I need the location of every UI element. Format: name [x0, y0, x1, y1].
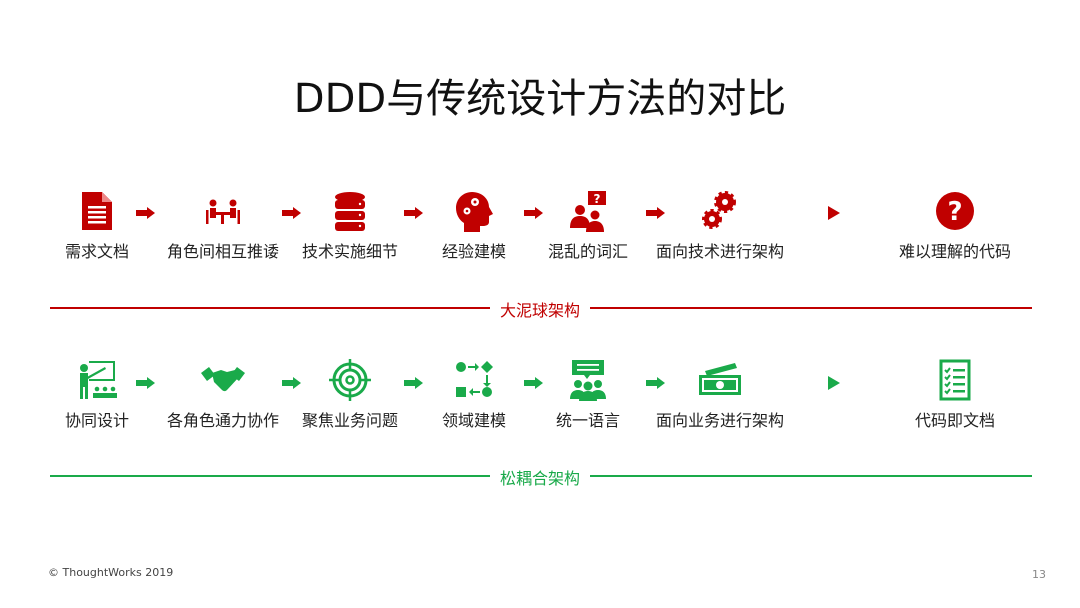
step-collaborative-design: 协同设计 [17, 359, 177, 431]
checklist-icon [939, 359, 971, 401]
divider-label-big-ball-of-mud: 大泥球架构 [0, 297, 1080, 321]
footer-copyright: © ThoughtWorks 2019 [48, 566, 174, 579]
people-chat-icon [570, 360, 606, 401]
arrow-right-icon [404, 377, 423, 389]
gears-icon [702, 191, 736, 229]
flow-diagram-icon [456, 361, 493, 397]
head-gears-icon [456, 192, 493, 232]
arrow-right-icon [282, 207, 301, 219]
presentation-icon [80, 361, 117, 399]
triangle-right-icon [828, 376, 840, 390]
target-icon [329, 359, 371, 401]
database-icon [335, 192, 365, 231]
step-domain-modeling: 领域建模 [394, 359, 554, 431]
step-business-architecture: 面向业务进行架构 [640, 359, 800, 431]
step-requirements-doc: 需求文档 [17, 190, 177, 262]
question-circle-icon: ? [936, 192, 974, 230]
step-code-as-doc: 代码即文档 [875, 359, 1035, 431]
document-icon [82, 192, 112, 230]
arrow-right-icon [282, 377, 301, 389]
step-hard-code: ? 难以理解的代码 [875, 190, 1035, 262]
svg-text:?: ? [594, 192, 601, 206]
page-number: 13 [1032, 568, 1046, 581]
arrow-right-icon [524, 207, 543, 219]
arrow-right-icon [646, 377, 665, 389]
svg-text:?: ? [947, 197, 962, 227]
step-roles-cooperate: 各角色通力协作 [143, 359, 303, 431]
people-question-icon: ? [570, 191, 606, 232]
arrow-right-icon [136, 377, 155, 389]
page-title: DDD与传统设计方法的对比 [293, 76, 787, 122]
handshake-icon [201, 367, 245, 392]
step-role-blame: 角色间相互推诿 [143, 190, 303, 262]
divider-label-loose-coupling: 松耦合架构 [0, 465, 1080, 489]
step-tech-details: 技术实施细节 [270, 190, 430, 262]
step-messy-vocabulary: ? 混乱的词汇 [547, 191, 628, 261]
step-ubiquitous-language: 统一语言 [508, 359, 668, 431]
arrow-right-icon [646, 207, 665, 219]
meeting-icon [206, 199, 240, 224]
money-icon [699, 363, 741, 395]
step-focus-business: 聚焦业务问题 [270, 359, 430, 431]
arrow-right-icon [136, 207, 155, 219]
arrow-right-icon [404, 207, 423, 219]
step-tech-architecture: 面向技术进行架构 [640, 190, 800, 262]
step-experience-modeling: 经验建模 [394, 190, 554, 262]
arrow-right-icon [524, 377, 543, 389]
triangle-right-icon [828, 206, 840, 220]
